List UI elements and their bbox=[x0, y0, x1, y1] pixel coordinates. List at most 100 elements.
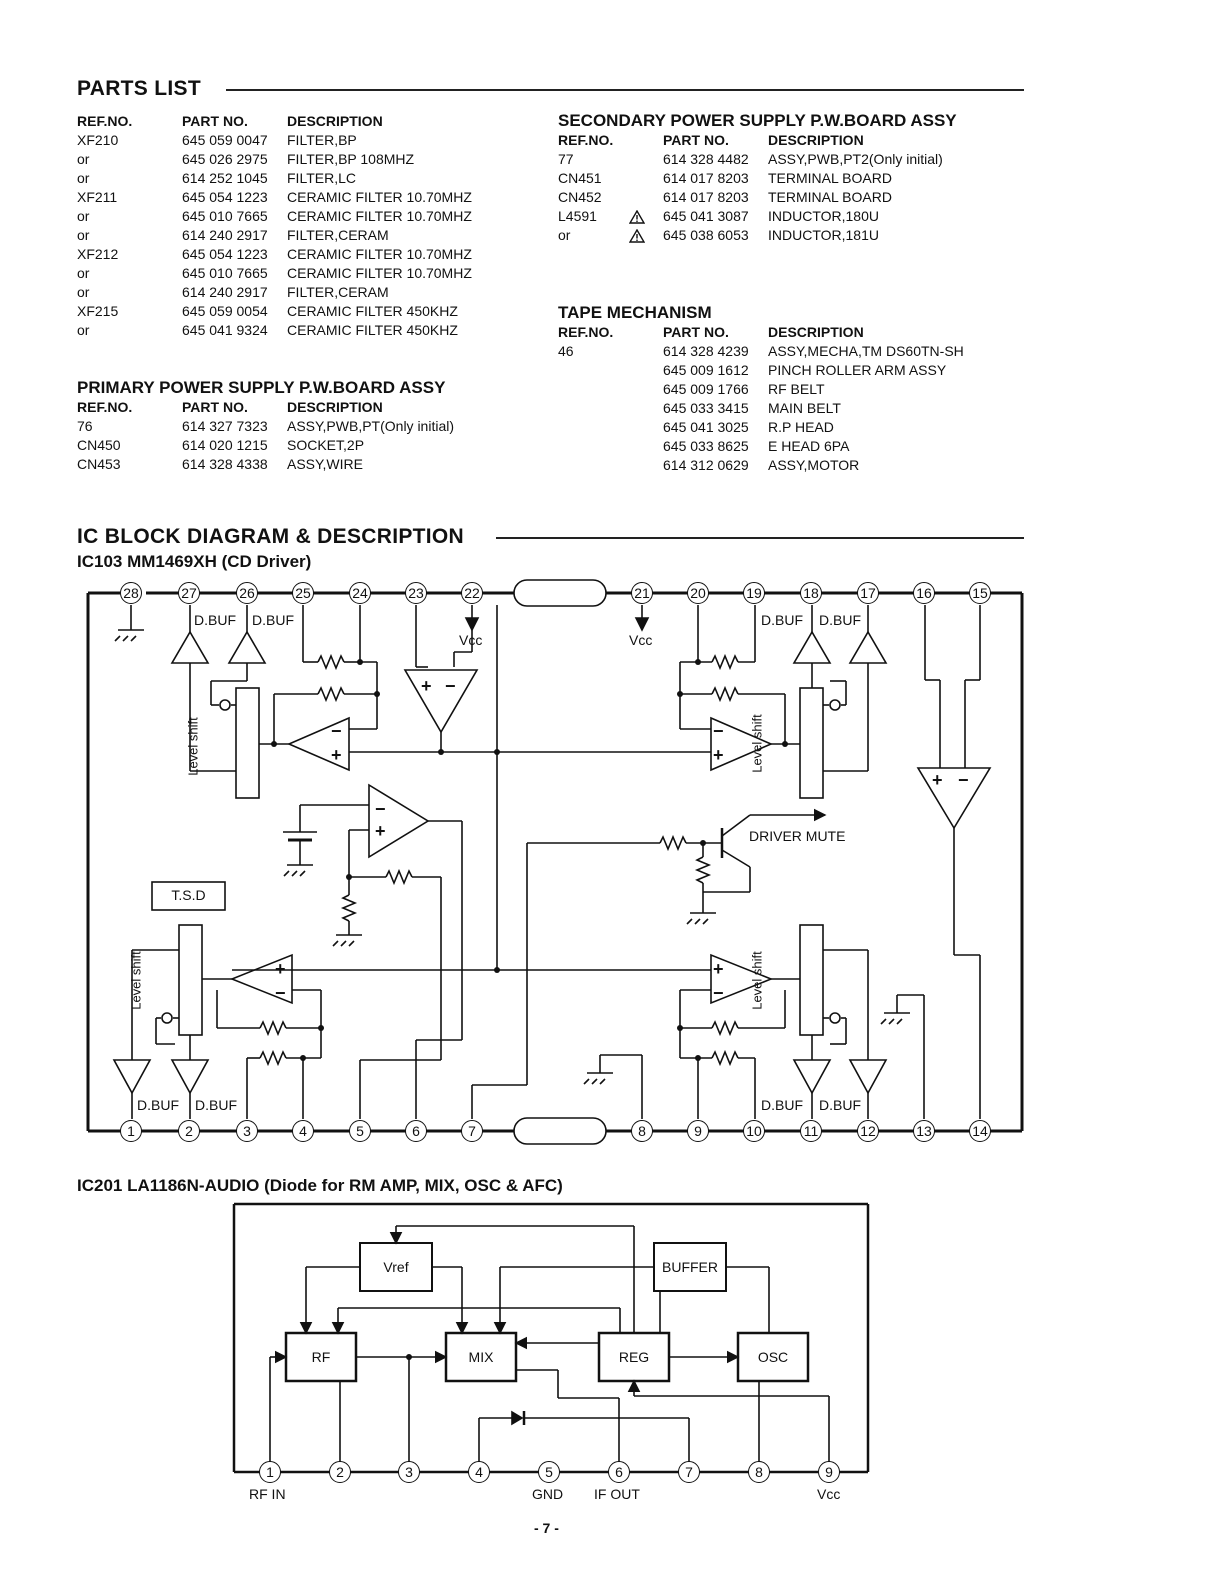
cell-text: FILTER,CERAM bbox=[287, 227, 389, 243]
cell-text: or bbox=[77, 151, 90, 167]
ic103-top-pin: 21 bbox=[631, 582, 653, 604]
cell-desc: FILTER,CERAM bbox=[287, 283, 527, 302]
cell-text: 614 328 4239 bbox=[663, 343, 749, 359]
cell-text: TERMINAL BOARD bbox=[768, 189, 892, 205]
cell-ref: XF215 bbox=[77, 302, 182, 321]
cell-desc: ASSY,MOTOR bbox=[768, 456, 1008, 475]
cell-desc: E HEAD 6PA bbox=[768, 437, 1008, 456]
cell-ref: CN451 bbox=[558, 169, 663, 188]
cell-text: ASSY,MOTOR bbox=[768, 457, 860, 473]
pin-label-rf-in: RF IN bbox=[249, 1486, 286, 1502]
cell-text: CERAMIC FILTER 450KHZ bbox=[287, 303, 458, 319]
ic103-top-pin: 18 bbox=[800, 582, 822, 604]
cell-desc: INDUCTOR,180U bbox=[768, 207, 1008, 226]
cell-text: FILTER,CERAM bbox=[287, 284, 389, 300]
ic103-top-pin: 26 bbox=[236, 582, 258, 604]
cell-ref: CN452 bbox=[558, 188, 663, 207]
ic201-pin: 5 bbox=[538, 1461, 560, 1483]
ic103-bottom-pin: 10 bbox=[743, 1120, 765, 1142]
cell-text: or bbox=[558, 227, 571, 243]
ic201-pin: 8 bbox=[748, 1461, 770, 1483]
cell-part: 645 059 0047 bbox=[182, 131, 287, 150]
svg-text:−: − bbox=[275, 983, 286, 1003]
ic103-top-pin: 28 bbox=[120, 582, 142, 604]
cell-ref: or bbox=[77, 226, 182, 245]
cell-text: CN450 bbox=[77, 437, 121, 453]
cell-ref: or bbox=[77, 283, 182, 302]
ic201-pin: 9 bbox=[818, 1461, 840, 1483]
cell-part: 614 328 4482 bbox=[663, 150, 768, 169]
cell-part: 645 041 3087 bbox=[629, 207, 768, 226]
dbuf-label: D.BUF bbox=[137, 1097, 179, 1113]
buffer-block-label: BUFFER bbox=[662, 1259, 718, 1275]
ic103-bottom-pin: 12 bbox=[857, 1120, 879, 1142]
cell-desc: INDUCTOR,181U bbox=[768, 226, 1008, 245]
cell-part: 645 010 7665 bbox=[182, 264, 287, 283]
cell-text: CN453 bbox=[77, 456, 121, 472]
svg-text:+: + bbox=[713, 959, 724, 979]
cell-part: 614 252 1045 bbox=[182, 169, 287, 188]
svg-text:+: + bbox=[375, 821, 386, 841]
pin-label-gnd: GND bbox=[532, 1486, 564, 1502]
cell-part: 645 041 9324 bbox=[182, 321, 287, 340]
ic201-title: IC201 LA1186N-AUDIO (Diode for RM AMP, M… bbox=[77, 1176, 563, 1195]
dbuf-label: D.BUF bbox=[761, 1097, 803, 1113]
cell-desc: TERMINAL BOARD bbox=[768, 169, 1008, 188]
page-number: - 7 - bbox=[534, 1520, 559, 1536]
svg-text:−: − bbox=[713, 983, 724, 1003]
svg-text:−: − bbox=[445, 676, 456, 696]
cell-text: CERAMIC FILTER 10.70MHZ bbox=[287, 208, 472, 224]
cell-ref: XF211 bbox=[77, 188, 182, 207]
cell-text: 645 041 9324 bbox=[182, 322, 268, 338]
cell-text: 614 312 0629 bbox=[663, 457, 749, 473]
cell-text: PINCH ROLLER ARM ASSY bbox=[768, 362, 947, 378]
cell-text: FILTER,LC bbox=[287, 170, 356, 186]
cell-ref: CN453 bbox=[77, 455, 182, 474]
ic201-pin: 4 bbox=[468, 1461, 490, 1483]
cell-text: L4591 bbox=[558, 208, 597, 224]
cell-desc: FILTER,BP bbox=[287, 131, 527, 150]
cell-part: 645 010 7665 bbox=[182, 207, 287, 226]
cell-text: SOCKET,2P bbox=[287, 437, 365, 453]
cell-text: 46 bbox=[558, 343, 574, 359]
table-header-row: REF.NO. PART NO. DESCRIPTION bbox=[77, 398, 527, 417]
cell-text: 645 041 3025 bbox=[663, 419, 749, 435]
cell-text: 645 059 0054 bbox=[182, 303, 268, 319]
ic103-bottom-pin: 1 bbox=[120, 1120, 142, 1142]
cell-text: or bbox=[77, 227, 90, 243]
cell-part: 645 038 6053 bbox=[629, 226, 768, 245]
ic103-top-pin: 24 bbox=[349, 582, 371, 604]
cell-text: FILTER,BP 108MHZ bbox=[287, 151, 415, 167]
cell-text: CERAMIC FILTER 10.70MHZ bbox=[287, 265, 472, 281]
svg-text:+: + bbox=[713, 745, 724, 765]
ic103-bottom-pin: 3 bbox=[236, 1120, 258, 1142]
table-header-row: REF.NO. PART NO. DESCRIPTION bbox=[558, 131, 1008, 150]
cell-desc: PINCH ROLLER ARM ASSY bbox=[768, 361, 1008, 380]
cell-desc: CERAMIC FILTER 450KHZ bbox=[287, 321, 527, 340]
cell-part: 614 240 2917 bbox=[182, 283, 287, 302]
col-ref-header: REF.NO. bbox=[558, 324, 614, 340]
cell-text: CERAMIC FILTER 10.70MHZ bbox=[287, 246, 472, 262]
cell-text: 645 033 8625 bbox=[663, 438, 749, 454]
cell-text: XF211 bbox=[77, 189, 118, 205]
cell-desc: SOCKET,2P bbox=[287, 436, 527, 455]
ic103-bottom-pin: 9 bbox=[687, 1120, 709, 1142]
cell-text: 614 240 2917 bbox=[182, 227, 268, 243]
cell-desc: ASSY,PWB,PT(Only initial) bbox=[287, 417, 527, 436]
cell-text: CN452 bbox=[558, 189, 602, 205]
cell-text: or bbox=[77, 170, 90, 186]
cell-text: ASSY,PWB,PT(Only initial) bbox=[287, 418, 455, 434]
cell-part: 645 026 2975 bbox=[182, 150, 287, 169]
col-part-header: PART NO. bbox=[182, 113, 248, 129]
cell-desc: CERAMIC FILTER 10.70MHZ bbox=[287, 264, 527, 283]
